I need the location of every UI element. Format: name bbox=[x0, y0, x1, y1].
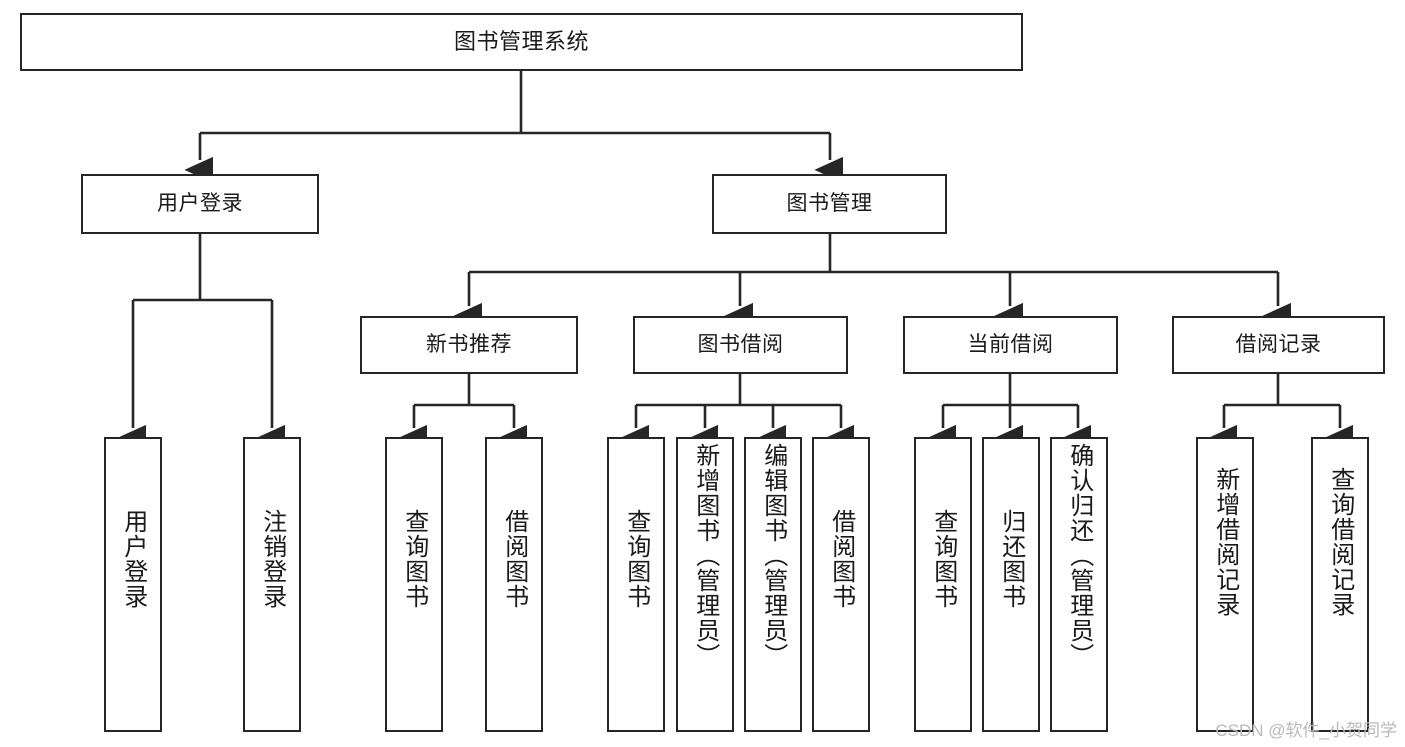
leaf-query-book-1[interactable]: 查询图书 bbox=[385, 437, 443, 732]
leaf-query-record[interactable]: 查询借阅记录 bbox=[1311, 437, 1369, 732]
node-new-book-recommend[interactable]: 新书推荐 bbox=[360, 316, 578, 374]
node-borrow-record-label: 借阅记录 bbox=[1235, 333, 1322, 357]
node-new-book-recommend-label: 新书推荐 bbox=[426, 333, 512, 357]
node-book-borrow-label: 图书借阅 bbox=[697, 333, 784, 357]
leaf-return-book[interactable]: 归还图书 bbox=[982, 437, 1040, 732]
leaf-add-book-label: 新增图书（管理员） bbox=[691, 443, 719, 668]
leaf-edit-book[interactable]: 编辑图书（管理员） bbox=[744, 437, 802, 732]
leaf-user-login-label: 用户登录 bbox=[119, 509, 147, 609]
leaf-add-record-label: 新增借阅记录 bbox=[1211, 467, 1239, 617]
leaf-query-book-1-label: 查询图书 bbox=[400, 509, 428, 609]
leaf-borrow-book-1-label: 借阅图书 bbox=[500, 509, 528, 609]
node-book-borrow[interactable]: 图书借阅 bbox=[633, 316, 848, 374]
node-root-label: 图书管理系统 bbox=[453, 28, 589, 54]
node-user-login[interactable]: 用户登录 bbox=[81, 174, 319, 234]
node-user-login-label: 用户登录 bbox=[157, 192, 243, 216]
leaf-edit-book-label: 编辑图书（管理员） bbox=[759, 443, 787, 668]
watermark: CSDN @软件_小贺同学 bbox=[1215, 721, 1397, 740]
node-current-borrow[interactable]: 当前借阅 bbox=[903, 316, 1118, 374]
leaf-borrow-book-2-label: 借阅图书 bbox=[827, 509, 855, 609]
leaf-confirm-return[interactable]: 确认归还（管理员） bbox=[1050, 437, 1108, 732]
leaf-borrow-book-1[interactable]: 借阅图书 bbox=[485, 437, 543, 732]
leaf-user-login[interactable]: 用户登录 bbox=[104, 437, 162, 732]
leaf-logout-login-label: 注销登录 bbox=[258, 509, 286, 609]
node-current-borrow-label: 当前借阅 bbox=[967, 333, 1054, 357]
leaf-confirm-return-label: 确认归还（管理员） bbox=[1065, 443, 1093, 668]
leaf-query-book-3[interactable]: 查询图书 bbox=[914, 437, 972, 732]
node-borrow-record[interactable]: 借阅记录 bbox=[1172, 316, 1385, 374]
node-book-management[interactable]: 图书管理 bbox=[712, 174, 947, 234]
leaf-add-record[interactable]: 新增借阅记录 bbox=[1196, 437, 1254, 732]
node-root[interactable]: 图书管理系统 bbox=[20, 13, 1023, 71]
leaf-add-book[interactable]: 新增图书（管理员） bbox=[676, 437, 734, 732]
leaf-query-record-label: 查询借阅记录 bbox=[1326, 467, 1354, 617]
node-book-management-label: 图书管理 bbox=[786, 192, 873, 216]
leaf-logout-login[interactable]: 注销登录 bbox=[243, 437, 301, 732]
leaf-query-book-2-label: 查询图书 bbox=[622, 509, 650, 609]
leaf-query-book-3-label: 查询图书 bbox=[929, 509, 957, 609]
leaf-query-book-2[interactable]: 查询图书 bbox=[607, 437, 665, 732]
leaf-return-book-label: 归还图书 bbox=[997, 509, 1025, 609]
leaf-borrow-book-2[interactable]: 借阅图书 bbox=[812, 437, 870, 732]
